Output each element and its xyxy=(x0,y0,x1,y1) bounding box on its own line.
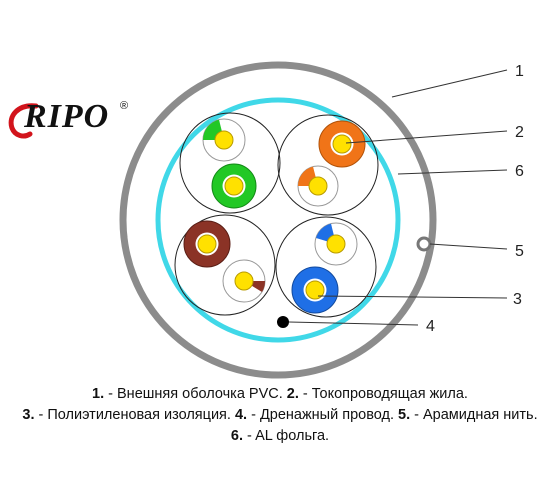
conductor xyxy=(214,130,234,150)
drain-wire xyxy=(277,316,289,328)
legend-num-6: 6. xyxy=(230,428,243,444)
legend: 1. - Внешняя оболочка PVC. 2. - Токопров… xyxy=(0,384,560,447)
legend-num-2: 2. xyxy=(286,386,299,402)
callout-6: 6 xyxy=(515,163,524,180)
logo-text: RIPO xyxy=(24,98,110,135)
conductor xyxy=(308,176,328,196)
pair-bottom-right-blue xyxy=(275,216,377,318)
legend-text-6: - AL фольга. xyxy=(243,428,330,444)
callout-3: 3 xyxy=(513,291,522,308)
al-foil xyxy=(155,97,401,343)
pair-top-right-orange xyxy=(277,114,379,216)
legend-text-3: - Полиэтиленовая изоляция. xyxy=(34,407,235,423)
legend-num-5: 5. xyxy=(398,407,411,423)
ripo-logo: RIPO ® xyxy=(6,98,136,142)
legend-line-2: 3. - Полиэтиленовая изоляция. 4. - Дрена… xyxy=(0,405,560,426)
conductor xyxy=(326,234,346,254)
registered-mark: ® xyxy=(120,100,129,112)
legend-text-5: - Арамидная нить. xyxy=(410,407,538,423)
legend-text-1: - Внешняя оболочка PVC. xyxy=(104,386,287,402)
legend-num-3: 3. xyxy=(22,407,35,423)
pair-bottom-left-brown xyxy=(174,214,276,316)
legend-line-3: 6. - AL фольга. xyxy=(0,426,560,447)
callout-5: 5 xyxy=(515,243,524,260)
pair-top-left-green xyxy=(179,112,281,214)
outer-pvc-sheath xyxy=(119,61,437,379)
callout-2: 2 xyxy=(515,124,524,141)
conductor xyxy=(234,271,254,291)
conductor xyxy=(224,176,244,196)
legend-text-4: - Дренажный провод. xyxy=(247,407,399,423)
logo-swoosh-icon xyxy=(8,103,39,139)
legend-text-2: - Токопроводящая жила. xyxy=(298,386,468,402)
callout-4: 4 xyxy=(426,318,435,335)
aramid-thread xyxy=(416,236,432,252)
leader-lines xyxy=(288,69,508,326)
conductor xyxy=(197,234,217,254)
conductor xyxy=(305,280,325,300)
legend-line-1: 1. - Внешняя оболочка PVC. 2. - Токопров… xyxy=(0,384,560,405)
legend-num-4: 4. xyxy=(234,407,248,423)
legend-num-1: 1. xyxy=(92,386,105,402)
conductor xyxy=(332,134,352,154)
callout-1: 1 xyxy=(515,63,524,80)
